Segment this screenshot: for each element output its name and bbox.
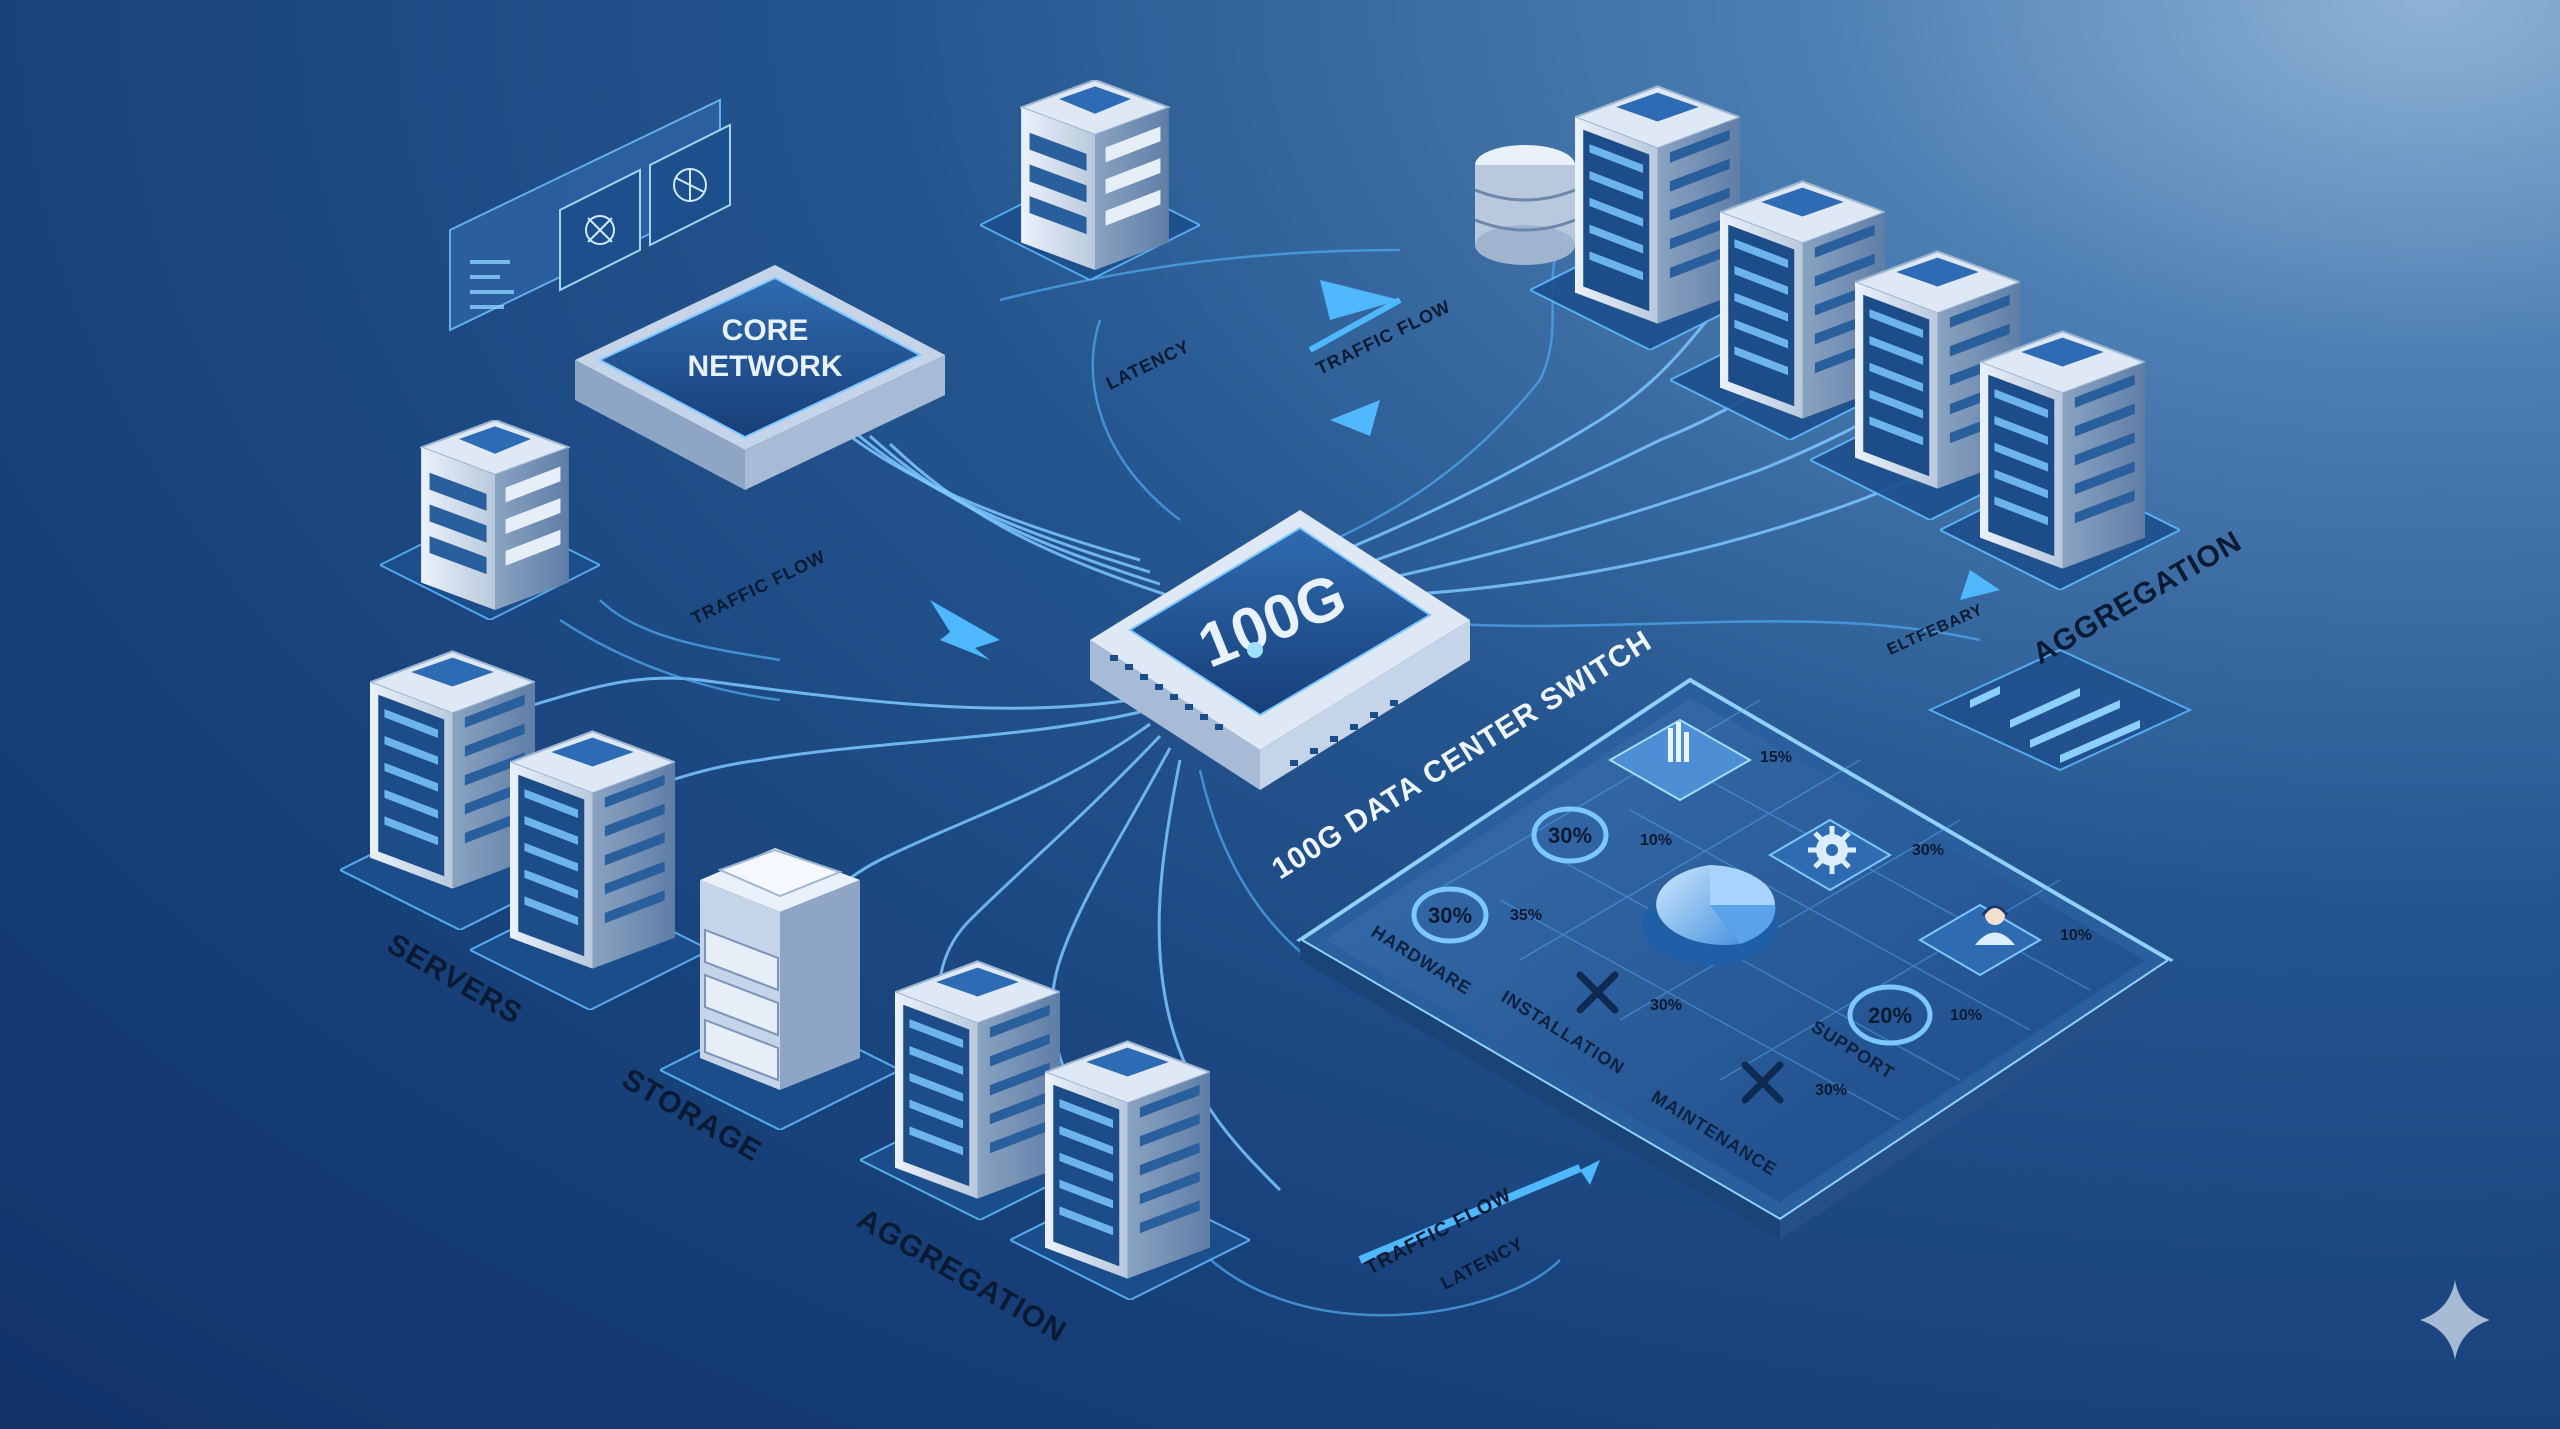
flow-label: ELTFEBARY	[1885, 601, 1986, 659]
arrow-icon	[1330, 400, 1380, 436]
latency-label: LATENCY	[1437, 1233, 1526, 1293]
network-graph-icon	[585, 168, 707, 245]
pie-chart-icon	[1642, 865, 1778, 965]
arrow-icon	[1580, 1160, 1600, 1185]
gear-icon	[1808, 826, 1856, 874]
code-panel	[449, 98, 731, 332]
arrow-icon	[930, 600, 1000, 660]
headset-agent-icon	[1975, 905, 2015, 945]
bar-chart-icon	[1668, 722, 1689, 762]
server-rack-icon	[1045, 1040, 1210, 1280]
pct-value: 20%	[1868, 1003, 1912, 1028]
wrench-icon	[1576, 971, 1784, 1104]
pct-value: 30%	[1912, 842, 1944, 859]
pct-value: 35%	[1510, 907, 1542, 924]
pct-value: 30%	[1815, 1082, 1847, 1099]
server-rack-icon	[1020, 80, 1170, 270]
pct-value: 30%	[1650, 997, 1682, 1014]
bar-chart-icon	[1927, 648, 2193, 772]
sparkle-icon	[2420, 1280, 2490, 1360]
pct-value: 10%	[1950, 1007, 1982, 1024]
pct-value: 10%	[1640, 832, 1672, 849]
core-label: NETWORK	[688, 350, 843, 383]
server-rack-icon	[895, 960, 1060, 1200]
zone-label-aggregation: AGGREGATION	[852, 1202, 1072, 1348]
pct-value: 10%	[2060, 927, 2092, 944]
storage-icon	[1474, 145, 1576, 265]
arrow-icon	[1960, 570, 2000, 600]
server-rack-icon	[510, 730, 675, 970]
core-label: CORE	[722, 314, 809, 347]
latency-label: LATENCY	[1103, 336, 1193, 394]
pct-value: 30%	[1548, 823, 1592, 848]
pct-value: 30%	[1428, 903, 1472, 928]
flow-arrows	[930, 280, 2000, 1264]
flow-label: TRAFFIC FLOW	[688, 546, 829, 628]
switch-icon: 100G	[1090, 510, 1470, 790]
storage-icon	[700, 848, 860, 1090]
core-network-device: CORE NETWORK	[575, 265, 945, 490]
server-rack-icon	[1575, 85, 1740, 325]
arrow-icon	[1320, 280, 1400, 320]
pct-value: 15%	[1760, 749, 1792, 766]
server-rack-icon	[420, 420, 570, 610]
dashboard-panel: 30% 10% 15% 30% 10% 30% 35% 30% 20% 10% …	[1296, 677, 2174, 1240]
server-rack-icon	[1980, 330, 2145, 570]
